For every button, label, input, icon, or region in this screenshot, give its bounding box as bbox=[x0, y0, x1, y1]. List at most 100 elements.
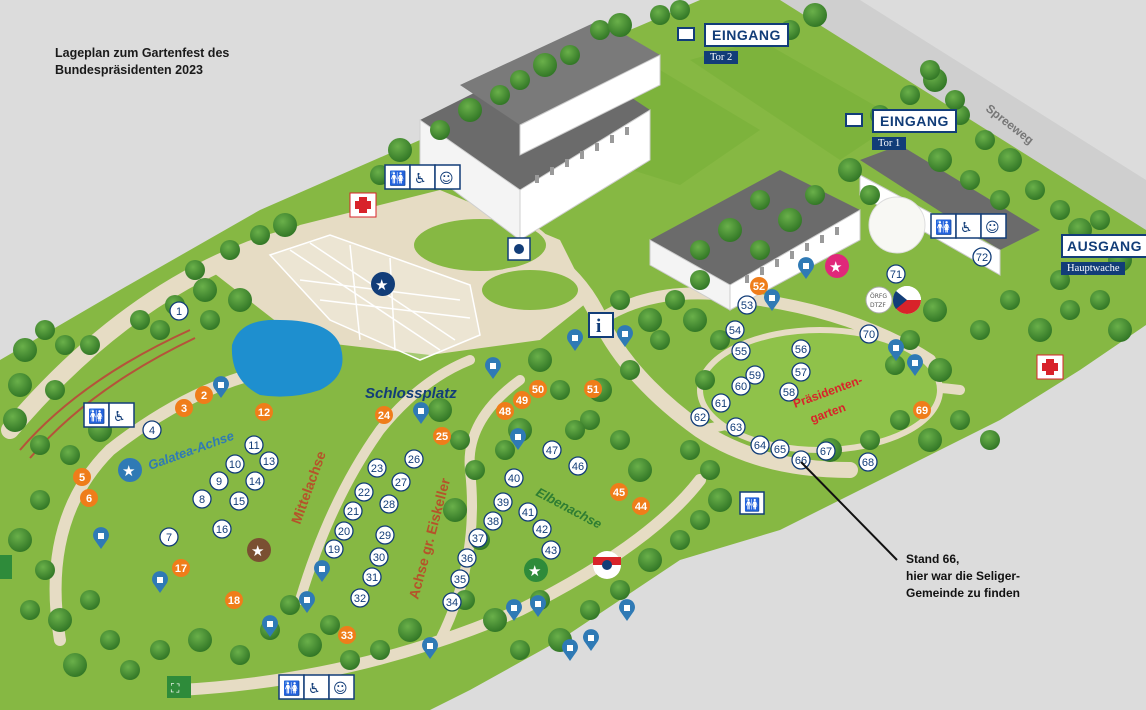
tree bbox=[458, 98, 482, 122]
entrance-sign-tor-2[interactable]: EINGANG Tor 2 bbox=[677, 23, 789, 65]
stand-marker-46[interactable]: 46 bbox=[568, 456, 588, 476]
stand-marker-68[interactable]: 68 bbox=[858, 452, 878, 472]
stand-marker-24[interactable]: 24 bbox=[375, 406, 393, 424]
stand-marker-62[interactable]: 62 bbox=[690, 407, 710, 427]
tree bbox=[1000, 290, 1020, 310]
stand-marker-50[interactable]: 50 bbox=[529, 380, 547, 398]
stand-marker-29[interactable]: 29 bbox=[375, 525, 395, 545]
stand-marker-5[interactable]: 5 bbox=[73, 468, 91, 486]
drink-pin-icon bbox=[299, 591, 315, 613]
tree bbox=[650, 5, 670, 25]
stand-marker-32[interactable]: 32 bbox=[350, 588, 370, 608]
stand-marker-54[interactable]: 54 bbox=[725, 320, 745, 340]
stand-number: 52 bbox=[753, 281, 765, 293]
drink-pin-icon bbox=[314, 560, 330, 582]
stand-marker-59[interactable]: 59 bbox=[745, 365, 765, 385]
stand-marker-25[interactable]: 25 bbox=[433, 427, 451, 445]
star-marker-brown[interactable]: ★ bbox=[247, 538, 271, 562]
stand-marker-33[interactable]: 33 bbox=[338, 626, 356, 644]
czech-flag-badge bbox=[892, 286, 921, 314]
stand-marker-67[interactable]: 67 bbox=[816, 441, 836, 461]
stand-marker-26[interactable]: 26 bbox=[404, 449, 424, 469]
stand-marker-13[interactable]: 13 bbox=[259, 451, 279, 471]
stand-marker-18[interactable]: 18 bbox=[225, 591, 243, 609]
stand-marker-64[interactable]: 64 bbox=[750, 435, 770, 455]
tree bbox=[320, 615, 340, 635]
stand-marker-22[interactable]: 22 bbox=[354, 482, 374, 502]
tree bbox=[450, 430, 470, 450]
stand-marker-58[interactable]: 58 bbox=[779, 382, 799, 402]
stand-marker-61[interactable]: 61 bbox=[711, 393, 731, 413]
stand-marker-45[interactable]: 45 bbox=[610, 483, 628, 501]
stand-marker-6[interactable]: 6 bbox=[80, 489, 98, 507]
stand-marker-65[interactable]: 65 bbox=[770, 439, 790, 459]
stand-marker-23[interactable]: 23 bbox=[367, 458, 387, 478]
stand-number: 44 bbox=[635, 501, 648, 513]
stand-marker-8[interactable]: 8 bbox=[192, 489, 212, 509]
stand-marker-56[interactable]: 56 bbox=[791, 339, 811, 359]
stand-number: 14 bbox=[249, 476, 261, 488]
stand-marker-49[interactable]: 49 bbox=[513, 391, 531, 409]
stand-marker-72[interactable]: 72 bbox=[972, 247, 992, 267]
drink-pin-icon bbox=[152, 571, 168, 593]
stand-marker-71[interactable]: 71 bbox=[886, 264, 906, 284]
stand-marker-44[interactable]: 44 bbox=[632, 497, 650, 515]
star-marker-galatea[interactable]: ★ bbox=[118, 458, 142, 482]
stand-marker-69[interactable]: 69 bbox=[913, 401, 931, 419]
stand-marker-52[interactable]: 52 bbox=[750, 277, 768, 295]
stand-marker-47[interactable]: 47 bbox=[542, 440, 562, 460]
stand-marker-36[interactable]: 36 bbox=[457, 548, 477, 568]
stand-marker-9[interactable]: 9 bbox=[209, 471, 229, 491]
stand-marker-37[interactable]: 37 bbox=[468, 528, 488, 548]
stand-marker-21[interactable]: 21 bbox=[343, 501, 363, 521]
stand-marker-3[interactable]: 3 bbox=[175, 399, 193, 417]
entrance-sign-tor-1[interactable]: EINGANG Tor 1 bbox=[845, 109, 957, 151]
stand-marker-38[interactable]: 38 bbox=[483, 511, 503, 531]
stand-marker-11[interactable]: 11 bbox=[244, 435, 264, 455]
stand-marker-34[interactable]: 34 bbox=[442, 592, 462, 612]
stand-marker-16[interactable]: 16 bbox=[212, 519, 232, 539]
stand-marker-20[interactable]: 20 bbox=[334, 521, 354, 541]
stand-marker-53[interactable]: 53 bbox=[737, 295, 757, 315]
stand-marker-14[interactable]: 14 bbox=[245, 471, 265, 491]
stand-marker-60[interactable]: 60 bbox=[731, 376, 751, 396]
info-point-icon[interactable]: i bbox=[588, 312, 614, 338]
stand-marker-7[interactable]: 7 bbox=[159, 527, 179, 547]
tree bbox=[860, 185, 880, 205]
entrance-sign-tor-1-sub: Tor 1 bbox=[872, 137, 907, 150]
stand-marker-31[interactable]: 31 bbox=[362, 567, 382, 587]
stand-marker-19[interactable]: 19 bbox=[324, 539, 344, 559]
stand-marker-35[interactable]: 35 bbox=[450, 569, 470, 589]
stand-marker-41[interactable]: 41 bbox=[518, 502, 538, 522]
stand-marker-4[interactable]: 4 bbox=[142, 420, 162, 440]
stand-marker-10[interactable]: 10 bbox=[225, 454, 245, 474]
stand-marker-27[interactable]: 27 bbox=[391, 472, 411, 492]
stand-marker-55[interactable]: 55 bbox=[731, 341, 751, 361]
stand-marker-40[interactable]: 40 bbox=[504, 468, 524, 488]
stand-marker-17[interactable]: 17 bbox=[172, 559, 190, 577]
stand-marker-30[interactable]: 30 bbox=[369, 547, 389, 567]
star-marker-pink[interactable]: ★ bbox=[825, 254, 849, 278]
star-marker-main[interactable]: ★ bbox=[371, 272, 395, 296]
stand-marker-70[interactable]: 70 bbox=[859, 324, 879, 344]
stand-marker-66[interactable]: 66 bbox=[791, 450, 811, 470]
map-title-line-2: Bundespräsidenten 2023 bbox=[55, 63, 203, 77]
stand-number: 51 bbox=[587, 384, 599, 396]
stand-markers[interactable]: 1478910111314151619202122232627282930313… bbox=[73, 247, 992, 661]
stand-marker-39[interactable]: 39 bbox=[493, 492, 513, 512]
stand-marker-51[interactable]: 51 bbox=[584, 380, 602, 398]
tree bbox=[273, 213, 297, 237]
stand-marker-48[interactable]: 48 bbox=[496, 402, 514, 420]
stand-marker-1[interactable]: 1 bbox=[169, 301, 189, 321]
star-marker-green[interactable]: ★ bbox=[524, 558, 548, 582]
exit-sign-hauptwache[interactable]: AUSGANG Hauptwache bbox=[1061, 234, 1146, 276]
stand-marker-15[interactable]: 15 bbox=[229, 491, 249, 511]
stand-marker-57[interactable]: 57 bbox=[791, 362, 811, 382]
stand-marker-28[interactable]: 28 bbox=[379, 494, 399, 514]
stand-marker-2[interactable]: 2 bbox=[195, 386, 213, 404]
tree bbox=[35, 560, 55, 580]
stand-marker-43[interactable]: 43 bbox=[541, 540, 561, 560]
stand-marker-63[interactable]: 63 bbox=[726, 417, 746, 437]
stand-marker-12[interactable]: 12 bbox=[255, 403, 273, 421]
stand-marker-42[interactable]: 42 bbox=[532, 519, 552, 539]
